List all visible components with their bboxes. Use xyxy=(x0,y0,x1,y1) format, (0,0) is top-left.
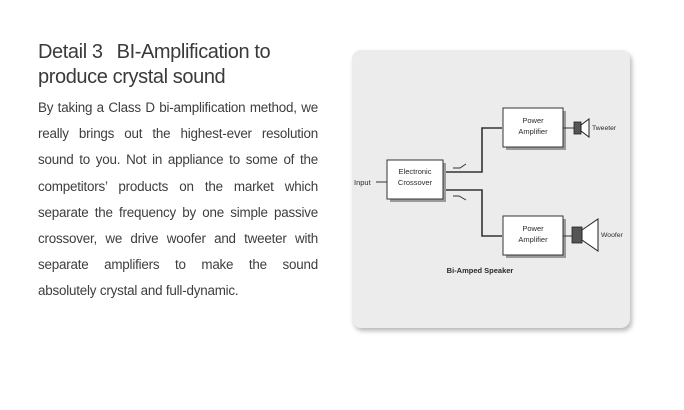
heading-title-line1: BI-Amplification to xyxy=(116,41,271,63)
tweeter-label: Tweeter xyxy=(592,125,617,132)
section-heading: Detail 3 BI-Amplification to produce crys… xyxy=(38,40,338,90)
low-pass-symbol xyxy=(453,163,467,169)
bottom-amp-label-line1: Power xyxy=(522,224,544,233)
woofer-label: Woofer xyxy=(601,232,624,239)
bi-amp-diagram-card: Input Electronic Crossover Power Amplifi… xyxy=(352,50,630,328)
bottom-amp-label-line2: Amplifier xyxy=(518,235,548,244)
bottom-branch-line xyxy=(446,189,502,237)
tweeter-magnet xyxy=(573,121,582,135)
detail-number: Detail 3 xyxy=(38,41,103,63)
tweeter-icon xyxy=(580,118,590,138)
heading-title-line2: produce crystal sound xyxy=(38,66,226,88)
top-amplifier-box xyxy=(502,107,564,148)
top-amp-label-line2: Amplifier xyxy=(518,127,548,136)
bi-amp-diagram: Input Electronic Crossover Power Amplifi… xyxy=(354,107,624,275)
woofer-icon xyxy=(581,218,599,252)
crossover-label-line2: Crossover xyxy=(398,178,433,187)
high-pass-symbol xyxy=(453,195,467,201)
woofer-magnet xyxy=(571,226,583,244)
top-branch-line xyxy=(446,127,502,173)
description-paragraph: By taking a Class D bi-amplification met… xyxy=(38,100,318,299)
input-label: Input xyxy=(354,178,372,187)
diagram-caption: Bi-Amped Speaker xyxy=(447,266,514,275)
crossover-label-line1: Electronic xyxy=(399,167,432,176)
top-amp-label-line1: Power xyxy=(522,116,544,125)
crossover-box xyxy=(386,159,444,200)
